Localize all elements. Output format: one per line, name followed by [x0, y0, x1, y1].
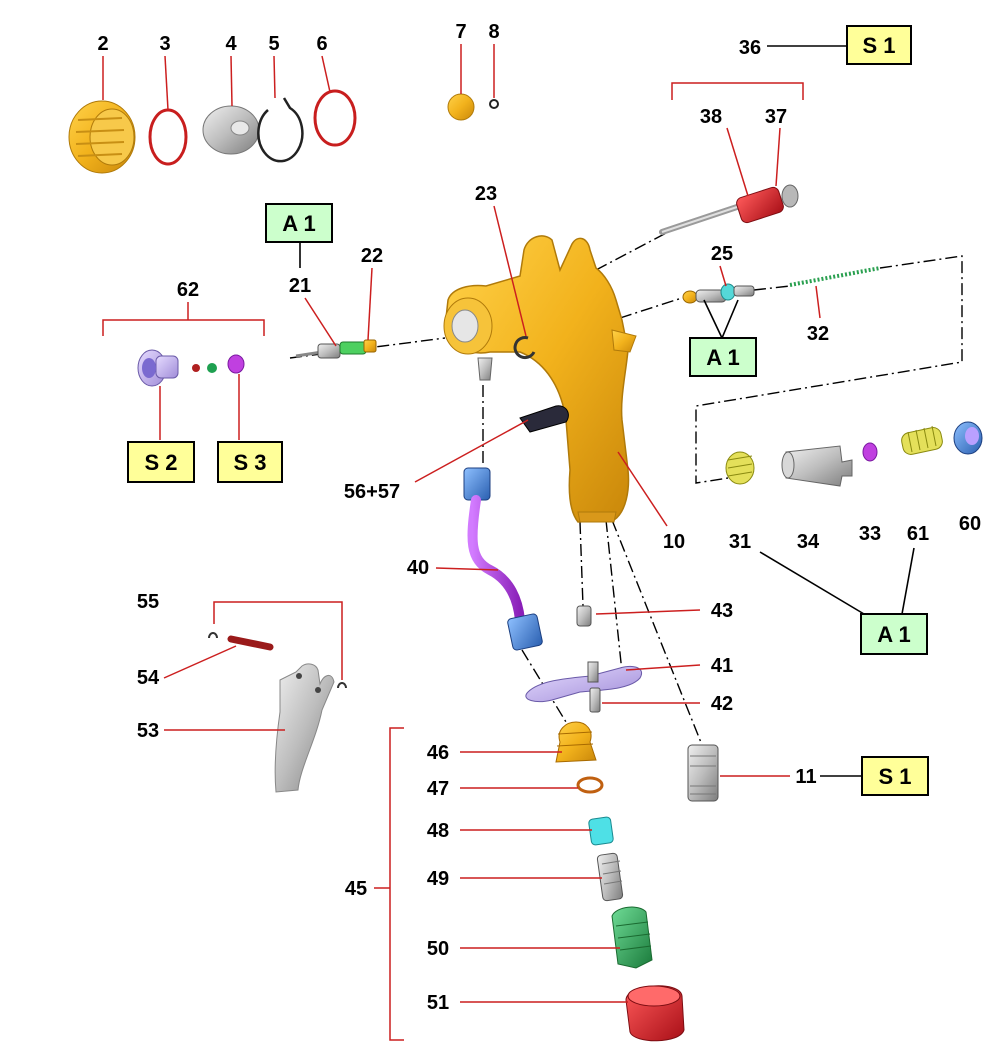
part-2-air-cap-ring [68, 100, 136, 174]
part-42-screw [589, 687, 601, 713]
label-62: 62 [177, 279, 199, 301]
label-33: 33 [859, 523, 881, 545]
part-3-o-ring [148, 108, 188, 166]
part-21-22-valve [295, 339, 377, 359]
label-23: 23 [475, 183, 497, 205]
part-41-bracket [525, 661, 642, 703]
part-10-gun-body [443, 235, 637, 523]
part-46-fitting [555, 721, 597, 763]
label-34: 34 [797, 531, 820, 553]
tag-s1-top: S 1 [846, 25, 912, 65]
tag-s2: S 2 [127, 441, 195, 483]
part-number-labels: 2 3 4 5 6 7 8 36 38 37 23 21 22 25 32 62… [97, 21, 981, 1014]
part-48-sleeve [588, 816, 614, 846]
label-49: 49 [427, 868, 449, 890]
label-11: 11 [795, 766, 816, 788]
label-25: 25 [711, 243, 733, 265]
part-61-spring [901, 425, 943, 455]
svg-text:S 3: S 3 [233, 450, 266, 475]
label-6: 6 [316, 33, 327, 55]
label-43: 43 [711, 600, 733, 622]
tag-a1-valve: A 1 [689, 337, 757, 377]
part-60-knob [953, 421, 983, 455]
tag-a1-right: A 1 [860, 613, 928, 655]
svg-text:S 2: S 2 [144, 450, 177, 475]
part-4-baffle [202, 105, 260, 155]
part-33-seal [862, 442, 878, 462]
label-2: 2 [97, 33, 108, 55]
part-62-regulator [137, 349, 245, 387]
label-50: 50 [427, 938, 449, 960]
part-40-hose [463, 467, 543, 651]
part-36-needle-assembly [659, 184, 799, 235]
part-43-plug [576, 605, 592, 627]
label-46: 46 [427, 742, 449, 764]
part-8-small-ring [489, 99, 499, 109]
label-41: 41 [711, 655, 733, 677]
label-42: 42 [711, 693, 733, 715]
label-36: 36 [739, 37, 761, 59]
label-54: 54 [137, 667, 160, 689]
part-32-spring [789, 266, 881, 287]
tag-a1-needle: A 1 [265, 203, 333, 243]
part-56-57-trigger-pin [519, 405, 569, 433]
part-11-connector [687, 744, 719, 802]
label-10: 10 [663, 531, 685, 553]
part-47-o-ring [576, 776, 604, 794]
svg-text:A 1: A 1 [877, 622, 910, 647]
label-51: 51 [427, 992, 449, 1014]
part-5-circlip [257, 97, 304, 163]
label-5: 5 [268, 33, 279, 55]
label-3: 3 [159, 33, 170, 55]
leader-lines [102, 44, 821, 1041]
part-23-clip [513, 336, 536, 360]
label-55: 55 [137, 591, 159, 613]
part-25-air-valve [682, 283, 755, 304]
svg-text:S 1: S 1 [862, 33, 895, 58]
label-21: 21 [289, 275, 311, 297]
svg-text:A 1: A 1 [282, 211, 315, 236]
label-45: 45 [345, 878, 367, 900]
label-4: 4 [225, 33, 237, 55]
part-54-pin [227, 635, 274, 651]
part-6-o-ring [313, 89, 357, 147]
label-32: 32 [807, 323, 829, 345]
label-38: 38 [700, 106, 722, 128]
label-53: 53 [137, 720, 159, 742]
part-50-nut [611, 906, 653, 969]
part-31-spring [725, 451, 755, 485]
label-60: 60 [959, 513, 981, 535]
assembly-axis-lines [289, 231, 963, 746]
svg-text:A 1: A 1 [706, 345, 739, 370]
label-40: 40 [407, 557, 429, 579]
part-55-clips [208, 632, 347, 689]
tag-connector-lines [299, 45, 915, 777]
svg-text:S 1: S 1 [878, 764, 911, 789]
label-7: 7 [455, 21, 466, 43]
label-47: 47 [427, 778, 449, 800]
label-31: 31 [729, 531, 751, 553]
part-49-spring-seat [596, 852, 624, 902]
label-48: 48 [427, 820, 449, 842]
part-7-ball [447, 93, 475, 121]
part-53-trigger [274, 663, 335, 793]
tag-s1-bottom: S 1 [861, 756, 929, 796]
part-51-cap [625, 985, 685, 1042]
tag-s3: S 3 [217, 441, 283, 483]
label-8: 8 [488, 21, 499, 43]
label-61: 61 [907, 523, 929, 545]
label-22: 22 [361, 245, 383, 267]
label-37: 37 [765, 106, 787, 128]
label-56-57: 56+57 [344, 481, 400, 503]
part-34-valve-body [781, 445, 853, 487]
